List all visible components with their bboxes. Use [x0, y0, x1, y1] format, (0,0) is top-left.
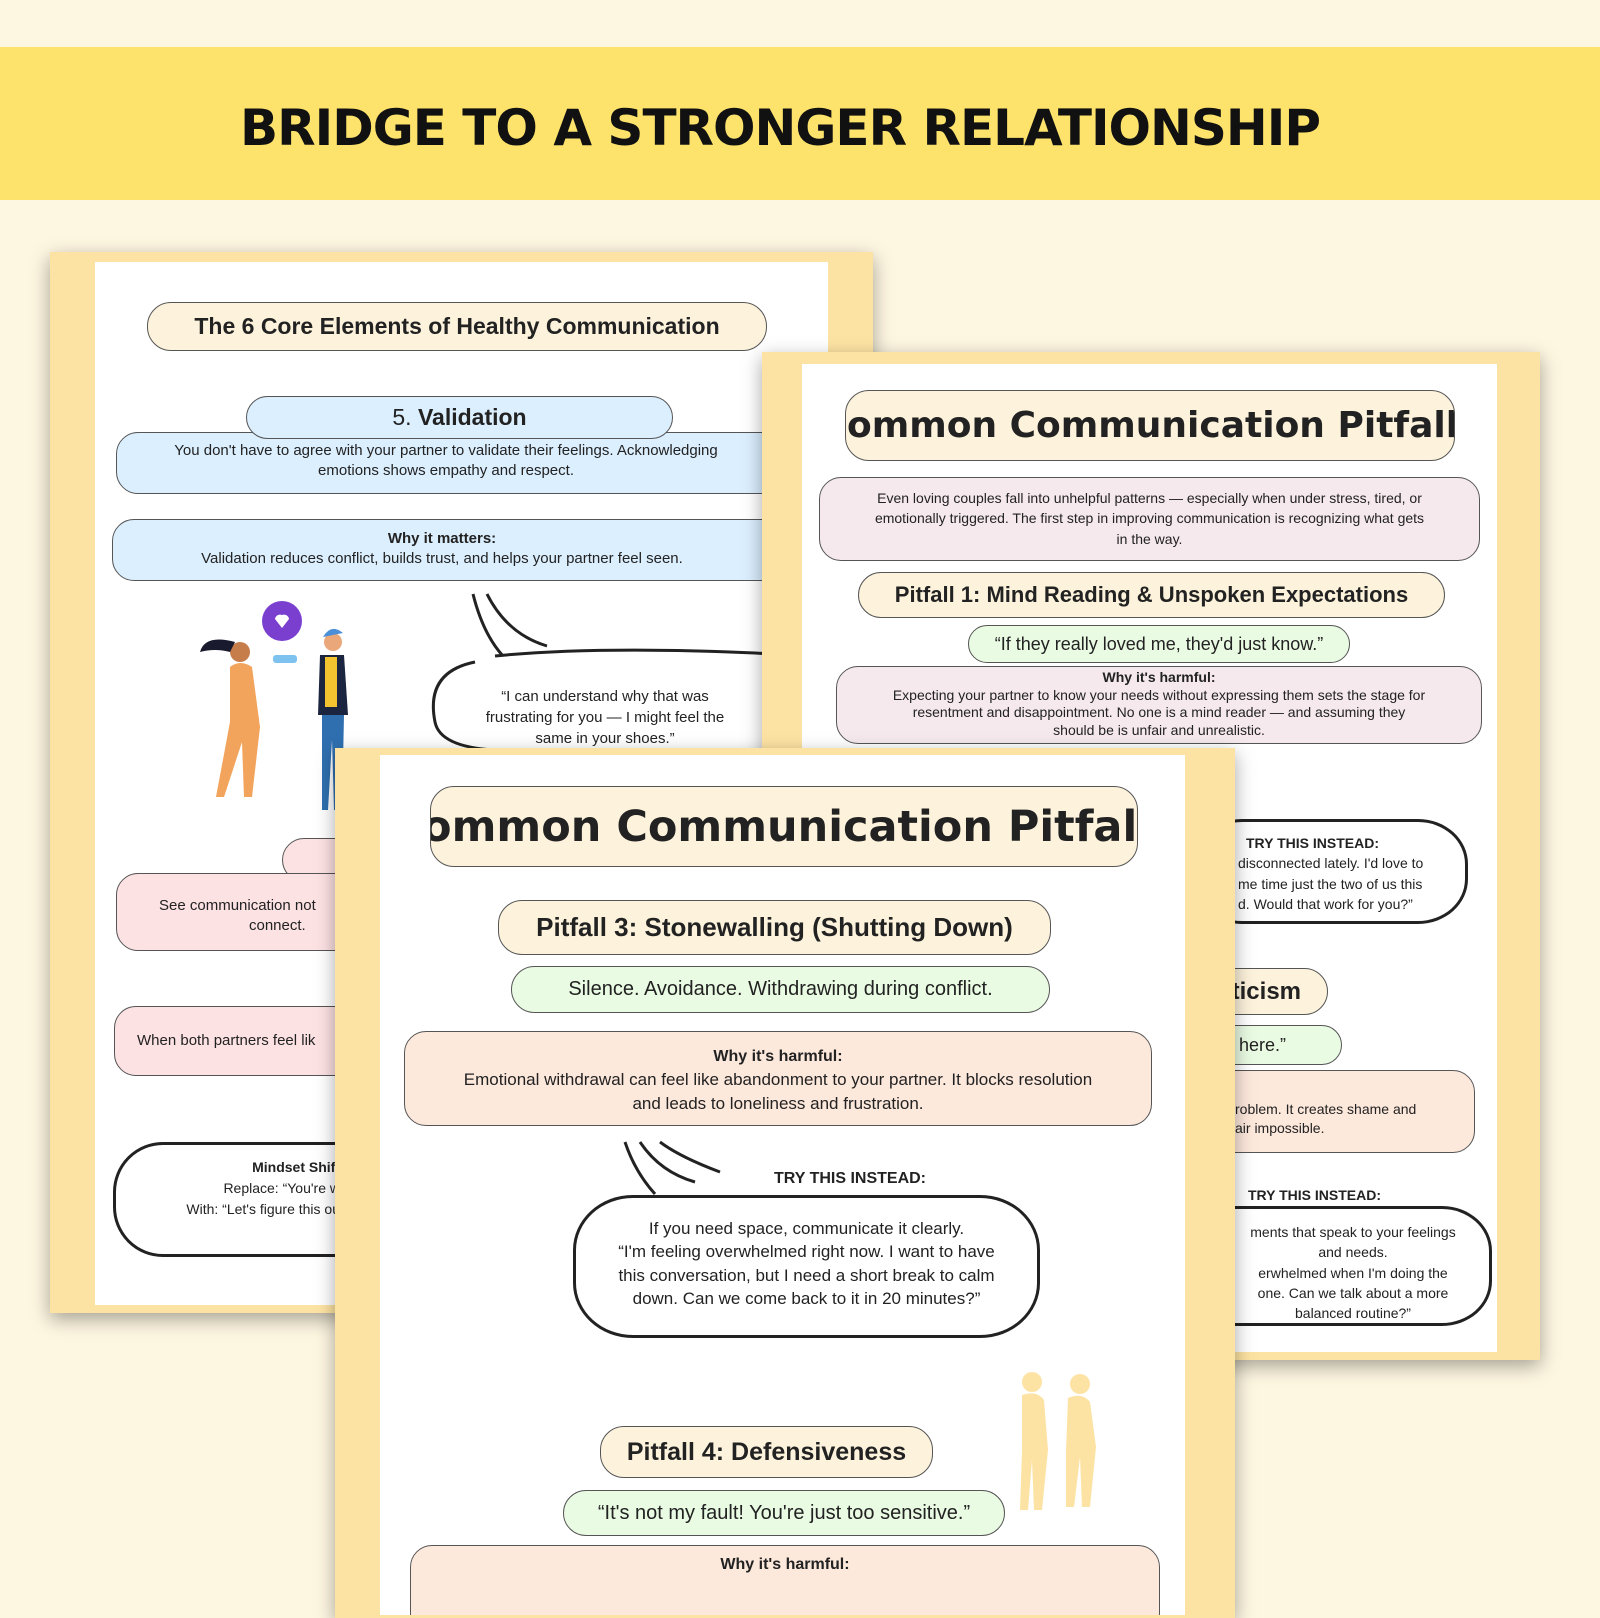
try-label-2: TRY THIS INSTEAD:	[1248, 1187, 1382, 1203]
page-title: Common Communication Pitfalls	[430, 786, 1138, 867]
why-line: should be is unfair and unrealistic.	[1053, 721, 1265, 738]
why-line: air impossible.	[1235, 1119, 1325, 1136]
description-line: You don't have to agree with your partne…	[174, 442, 718, 459]
pitfall-3-quote: Silence. Avoidance. Withdrawing during c…	[511, 966, 1050, 1013]
intro-line: Even loving couples fall into unhelpful …	[877, 490, 1422, 506]
why-label: Why it's harmful:	[713, 1048, 843, 1065]
why-line: Expecting your partner to know your need…	[892, 686, 1426, 703]
try-line: me time just the two of us this	[1238, 875, 1423, 892]
why-line: resentment and disappointment. No one is…	[912, 704, 1406, 720]
try-label: TRY THIS INSTEAD:	[774, 1170, 927, 1187]
try-line: d. Would that work for you?”	[1238, 895, 1413, 912]
why-text: Validation reduces conflict, builds trus…	[201, 550, 683, 568]
section-title: Validation	[417, 404, 527, 430]
why-line: and leads to loneliness and frustration.	[632, 1094, 924, 1114]
try-line: this conversation, but I need a short br…	[618, 1265, 995, 1285]
mindset-with: With: “Let's figure this ou	[186, 1201, 340, 1217]
try-line: one. Can we talk about a more	[1257, 1284, 1449, 1301]
pitfall-3-why-box: Why it's harmful: Emotional withdrawal c…	[404, 1031, 1152, 1126]
description-line: emotions shows empathy and respect.	[318, 462, 574, 480]
pitfall-1-why-box: Why it's harmful: Expecting your partner…	[836, 666, 1482, 744]
speech-tail	[623, 1140, 721, 1196]
quote-line: frustrating for you — I might feel the	[485, 709, 725, 726]
try-label: TRY THIS INSTEAD:	[1246, 835, 1380, 851]
try-text: If you need space, communicate it clearl…	[580, 1217, 1033, 1311]
try-line: If you need space, communicate it clearl…	[648, 1219, 965, 1238]
why-line: Emotional withdrawal can feel like aband…	[463, 1070, 1093, 1090]
why-line: roblem. It creates shame and	[1235, 1101, 1417, 1117]
page-title: The 6 Core Elements of Healthy Communica…	[147, 302, 767, 351]
section-number: 5.	[392, 404, 412, 430]
validation-quote: “I can understand why that was frustrati…	[455, 686, 755, 749]
intro-line: emotionally triggered. The first step in…	[874, 510, 1425, 527]
intro-box: Even loving couples fall into unhelpful …	[819, 477, 1480, 561]
try-bubble-1	[1192, 819, 1468, 924]
why-label: Why it's harmful:	[720, 1556, 850, 1573]
mindset-replace: Replace: “You're w	[223, 1180, 340, 1196]
try-line: ments that speak to your feelings	[1250, 1224, 1456, 1240]
pitfall-4-quote: “It's not my fault! You're just too sens…	[563, 1490, 1005, 1536]
pitfall-1-title: Pitfall 1: Mind Reading & Unspoken Expec…	[858, 572, 1445, 618]
try-line: “I'm feeling overwhelmed right now. I wa…	[618, 1242, 995, 1262]
banner-title: BRIDGE TO A STRONGER RELATIONSHIP	[239, 99, 1321, 157]
try-text-1: TRY THIS INSTEAD: disconnected lately. I…	[1238, 833, 1423, 914]
try-line: and needs.	[1318, 1244, 1388, 1261]
intro-line: in the way.	[1116, 530, 1183, 547]
pitfall-3-title: Pitfall 3: Stonewalling (Shutting Down)	[498, 900, 1051, 955]
why-label: Why it matters:	[387, 530, 497, 547]
page-front: Common Communication Pitfalls Pitfall 3:…	[335, 748, 1235, 1618]
try-line: balanced routine?”	[1295, 1305, 1411, 1322]
pitfall-1-quote: “If they really loved me, they'd just kn…	[968, 625, 1350, 663]
box-line: When both partners feel lik	[137, 1032, 316, 1049]
try-text-2: ments that speak to your feelings and ne…	[1238, 1222, 1468, 1323]
couple-silhouette-icon	[1020, 1372, 1096, 1510]
try-line: down. Can we come back to it in 20 minut…	[632, 1289, 981, 1309]
try-line: erwhelmed when I'm doing the	[1258, 1264, 1448, 1281]
header-banner: BRIDGE TO A STRONGER RELATIONSHIP	[0, 47, 1600, 200]
quote-line: same in your shoes.”	[535, 730, 675, 747]
quote-line: “I can understand why that was	[501, 688, 709, 705]
try-line: disconnected lately. I'd love to	[1238, 855, 1424, 872]
pitfall-4-why-box: Why it's harmful:	[410, 1545, 1160, 1615]
couple-illustration	[200, 601, 348, 810]
pitfall-4-title: Pitfall 4: Defensiveness	[600, 1426, 933, 1478]
box-line: connect.	[249, 917, 306, 935]
why-label: Why it's harmful:	[1102, 669, 1216, 685]
validation-description: You don't have to agree with your partne…	[116, 432, 828, 494]
why-it-matters-box: Why it matters: Validation reduces confl…	[112, 519, 828, 581]
page-front-sheet: Common Communication Pitfalls Pitfall 3:…	[380, 755, 1185, 1615]
box-line: See communication not	[159, 897, 316, 914]
page-title: Common Communication Pitfalls	[845, 390, 1455, 461]
section-heading: 5. Validation	[246, 396, 673, 439]
mindset-label: Mindset Shift	[252, 1159, 340, 1175]
mindset-text: Mindset Shift Replace: “You're w With: “…	[150, 1157, 340, 1220]
try-bubble	[573, 1195, 1040, 1338]
